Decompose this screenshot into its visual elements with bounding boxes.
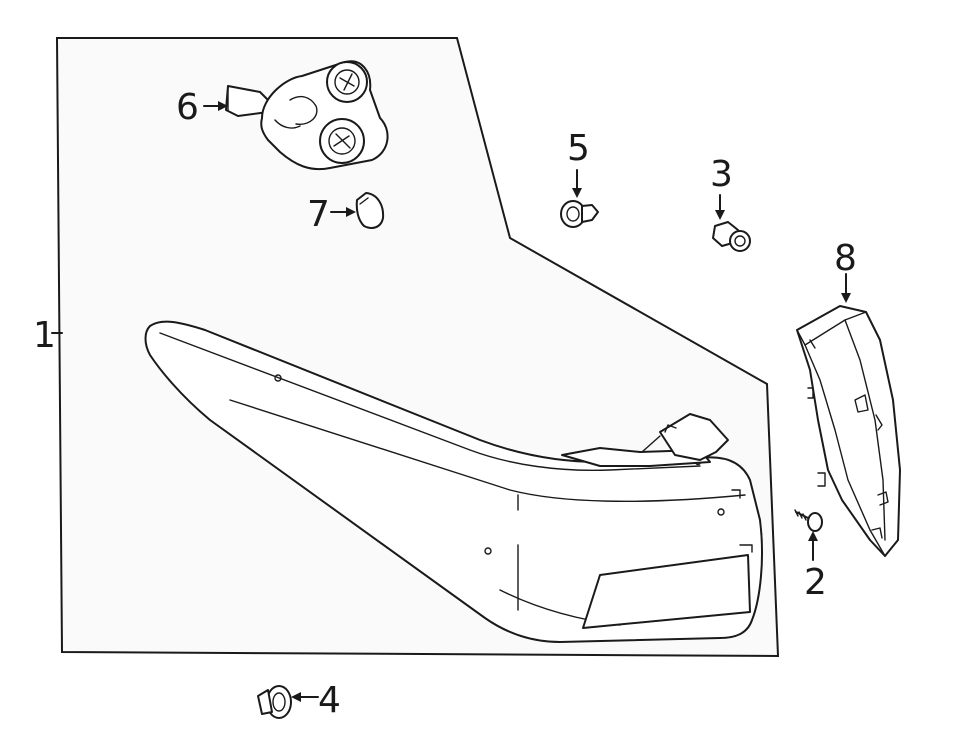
callout-7-label[interactable]: 7	[307, 194, 330, 235]
callout-2-arrowhead	[808, 531, 818, 541]
callout-2-label[interactable]: 2	[804, 562, 827, 603]
callout-3-label[interactable]: 3	[710, 154, 733, 195]
callout-5-arrowhead	[572, 188, 582, 198]
callout-8-arrowhead	[841, 293, 851, 303]
callout-6-label[interactable]: 6	[176, 87, 199, 128]
socket-harness[interactable]	[225, 60, 389, 171]
bulb[interactable]	[355, 192, 385, 229]
callout-4-arrowhead	[291, 692, 301, 702]
screw[interactable]	[794, 509, 823, 532]
callout-6-arrowhead	[218, 101, 228, 111]
mounting-bracket[interactable]	[796, 305, 901, 557]
push-pin-clip[interactable]	[560, 200, 599, 228]
tail-lamp-housing[interactable]	[144, 320, 764, 643]
callout-8-label[interactable]: 8	[834, 238, 857, 279]
callout-5-label[interactable]: 5	[567, 128, 590, 169]
retainer-clip[interactable]	[257, 685, 292, 719]
callout-1-label[interactable]: 1	[33, 315, 56, 356]
callout-7-arrowhead	[346, 207, 356, 217]
nut[interactable]	[712, 221, 751, 252]
callout-4-label[interactable]: 4	[318, 680, 341, 721]
callout-3-arrowhead	[715, 210, 725, 220]
